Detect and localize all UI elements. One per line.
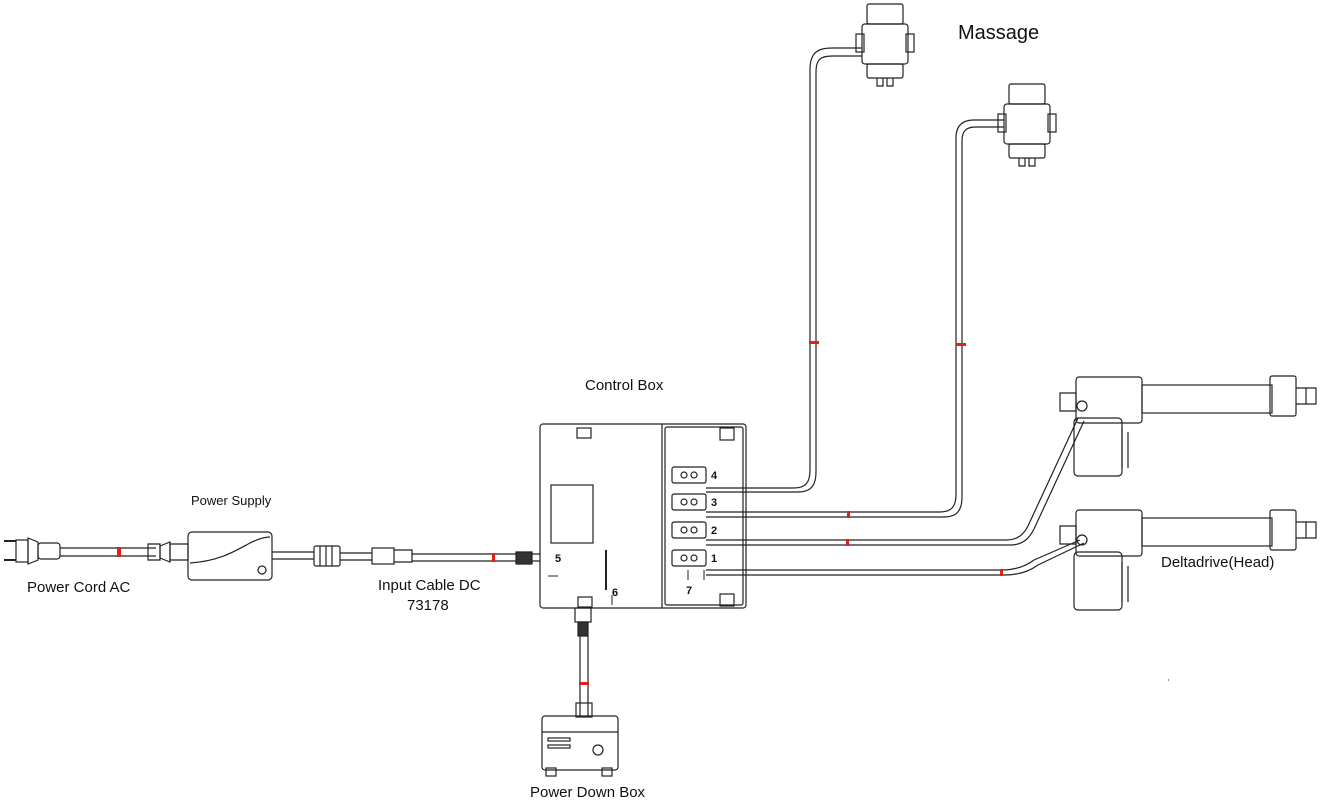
- input-cable-part-label: 73178: [407, 597, 449, 614]
- port-1-label: 1: [711, 553, 717, 565]
- power-supply: [188, 532, 412, 580]
- port-3-label: 3: [711, 497, 717, 509]
- input-cable-label: Input Cable DC: [378, 577, 481, 594]
- port-7-label: 7: [686, 585, 692, 597]
- cable-marker: [1000, 569, 1003, 576]
- cable-marker: [846, 539, 849, 546]
- power-down-box: [542, 608, 618, 776]
- cable-marker: [579, 682, 589, 685]
- input-cable-dc: [412, 552, 540, 564]
- cable-marker: [117, 547, 121, 557]
- port-2-label: 2: [711, 525, 717, 537]
- power-supply-label: Power Supply: [191, 493, 271, 508]
- cable-marker: [956, 343, 966, 346]
- deltadrive-label: Deltadrive(Head): [1161, 554, 1274, 571]
- power-down-box-label: Power Down Box: [530, 784, 645, 801]
- port-4-label: 4: [711, 470, 718, 482]
- actuator-top: [706, 376, 1316, 546]
- marking-6-label: 6: [612, 587, 618, 599]
- cable-marker: [492, 553, 495, 562]
- cable-marker: [847, 511, 850, 518]
- massage-motor-top: [706, 4, 914, 492]
- marking-5-label: 5: [555, 553, 561, 565]
- control-box: [540, 424, 746, 608]
- massage-label: Massage: [958, 22, 1039, 45]
- cable-marker: [809, 341, 819, 344]
- power-cord: [4, 538, 188, 564]
- control-box-label: Control Box: [585, 377, 663, 394]
- massage-motor-bottom: [706, 84, 1056, 518]
- power-cord-label: Power Cord AC: [27, 579, 130, 596]
